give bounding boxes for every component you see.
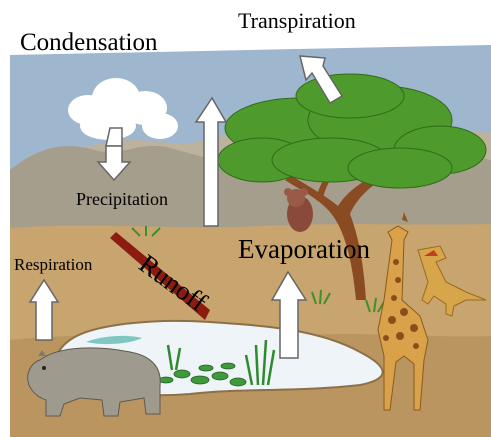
evaporation-label: Evaporation: [238, 236, 370, 263]
transpiration-label: Transpiration: [238, 10, 356, 32]
condensation-label: Condensation: [20, 30, 158, 55]
precipitation-label: Precipitation: [76, 190, 168, 208]
respiration-label: Respiration: [14, 256, 92, 273]
